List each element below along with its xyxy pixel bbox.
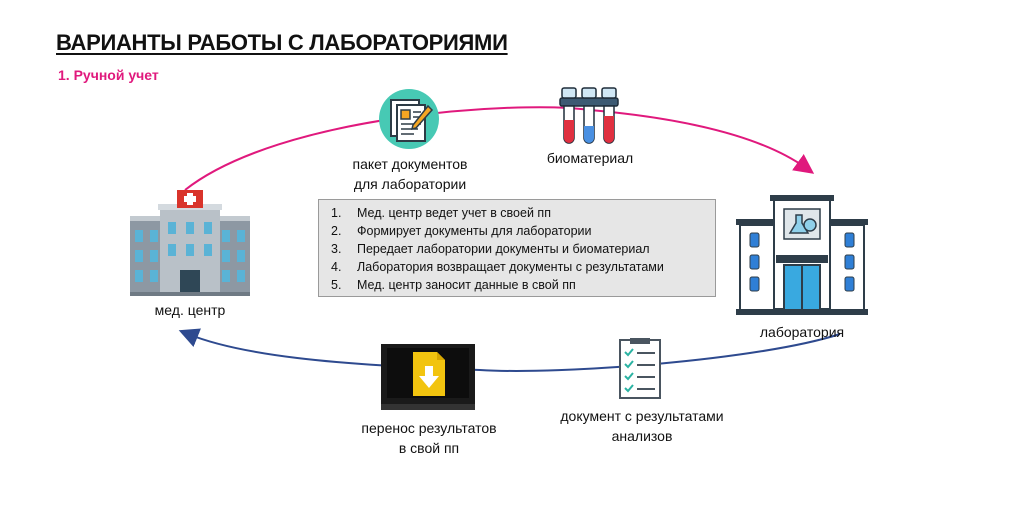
step-item: 3.Передает лаборатории документы и биома… xyxy=(331,240,715,258)
laboratory-label: лаборатория xyxy=(740,322,864,342)
step-number: 2. xyxy=(331,222,357,240)
documents-package-line2: для лаборатории xyxy=(320,174,500,194)
steps-box: 1.Мед. центр ведет учет в своей пп 2.Фор… xyxy=(318,199,716,297)
documents-package-label: пакет документов для лаборатории xyxy=(320,154,500,194)
step-text: Формирует документы для лаборатории xyxy=(357,224,592,238)
step-number: 4. xyxy=(331,258,357,276)
step-item: 2.Формирует документы для лаборатории xyxy=(331,222,715,240)
step-number: 5. xyxy=(331,276,357,294)
hospital-icon xyxy=(130,190,250,296)
steps-list: 1.Мед. центр ведет учет в своей пп 2.Фор… xyxy=(331,204,715,294)
laboratory-icon xyxy=(736,195,868,315)
documents-package-line1: пакет документов xyxy=(320,154,500,174)
biomaterial-label: биоматериал xyxy=(530,148,650,168)
laptop-download-icon xyxy=(381,344,475,410)
step-text: Лаборатория возвращает документы с резул… xyxy=(357,260,664,274)
results-document-label: документ с результатами анализов xyxy=(540,406,744,446)
transfer-results-line1: перенос результатов xyxy=(336,418,522,438)
med-center-label: мед. центр xyxy=(130,300,250,320)
step-number: 1. xyxy=(331,204,357,222)
transfer-results-line2: в свой пп xyxy=(336,438,522,458)
step-item: 1.Мед. центр ведет учет в своей пп xyxy=(331,204,715,222)
results-document-line1: документ с результатами xyxy=(540,406,744,426)
documents-icon xyxy=(378,88,440,150)
test-tubes-icon xyxy=(556,86,622,150)
step-text: Мед. центр ведет учет в своей пп xyxy=(357,206,551,220)
results-document-line2: анализов xyxy=(540,426,744,446)
step-item: 5.Мед. центр заносит данные в свой пп xyxy=(331,276,715,294)
step-item: 4.Лаборатория возвращает документы с рез… xyxy=(331,258,715,276)
checklist-icon xyxy=(618,338,662,400)
step-text: Передает лаборатории документы и биомате… xyxy=(357,242,650,256)
step-number: 3. xyxy=(331,240,357,258)
step-text: Мед. центр заносит данные в свой пп xyxy=(357,278,576,292)
transfer-results-label: перенос результатов в свой пп xyxy=(336,418,522,458)
